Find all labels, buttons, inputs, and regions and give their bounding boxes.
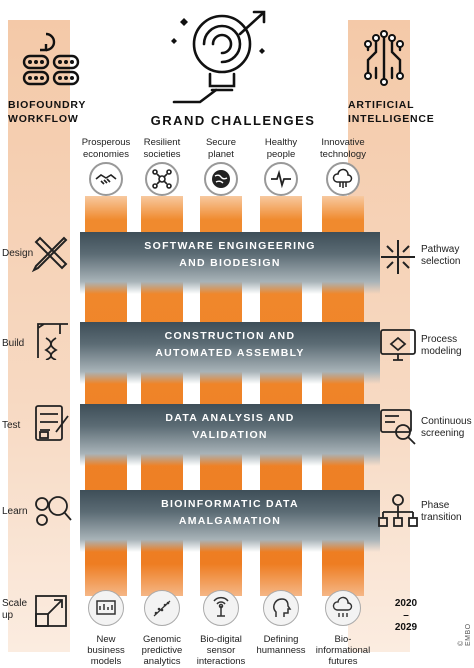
- workflow-label-build: Build: [2, 338, 25, 349]
- head-icon: [263, 590, 299, 626]
- gear-hierarchy-icon: [378, 494, 418, 527]
- sensor-icon: [203, 590, 239, 626]
- embo-credit: © EMBO: [458, 623, 472, 646]
- ai-circuit-icon: [364, 30, 404, 86]
- biofoundry-column: [8, 20, 70, 652]
- workflow-label-test: Test: [2, 420, 21, 431]
- grand-challenges-title: GRAND CHALLENGES: [150, 113, 316, 128]
- crane-dna-icon: [37, 323, 68, 360]
- workflow-label-design: Design: [2, 248, 34, 259]
- gears-magnifier-icon: [35, 496, 72, 526]
- checklist-icon: [35, 405, 69, 441]
- ruler-pencil-icon: [31, 236, 68, 273]
- circuit-icon: [381, 240, 415, 274]
- network-icon: [145, 162, 179, 196]
- monitor-model-icon: [380, 329, 416, 361]
- globe-icon: [204, 162, 238, 196]
- lightbulb-maze-icon: [171, 10, 266, 104]
- band-construction: [80, 322, 380, 384]
- band-bioinformatic: [80, 490, 380, 552]
- handshake-icon: [89, 162, 123, 196]
- years-range: 2020–2029: [394, 598, 418, 633]
- circuit-cloud-icon: [326, 162, 360, 196]
- dashboard-icon: [88, 590, 124, 626]
- binary-cloud-icon: [325, 590, 361, 626]
- screen-magnifier-icon: [380, 409, 416, 445]
- band-software-engineering: [80, 232, 380, 294]
- scatter-icon: [144, 590, 180, 626]
- heartbeat-icon: [264, 162, 298, 196]
- band-data-analysis: [80, 404, 380, 466]
- workflow-label-learn: Learn: [2, 506, 28, 517]
- biofoundry-robot-icon: [22, 32, 80, 86]
- scale-up-icon: [35, 595, 67, 627]
